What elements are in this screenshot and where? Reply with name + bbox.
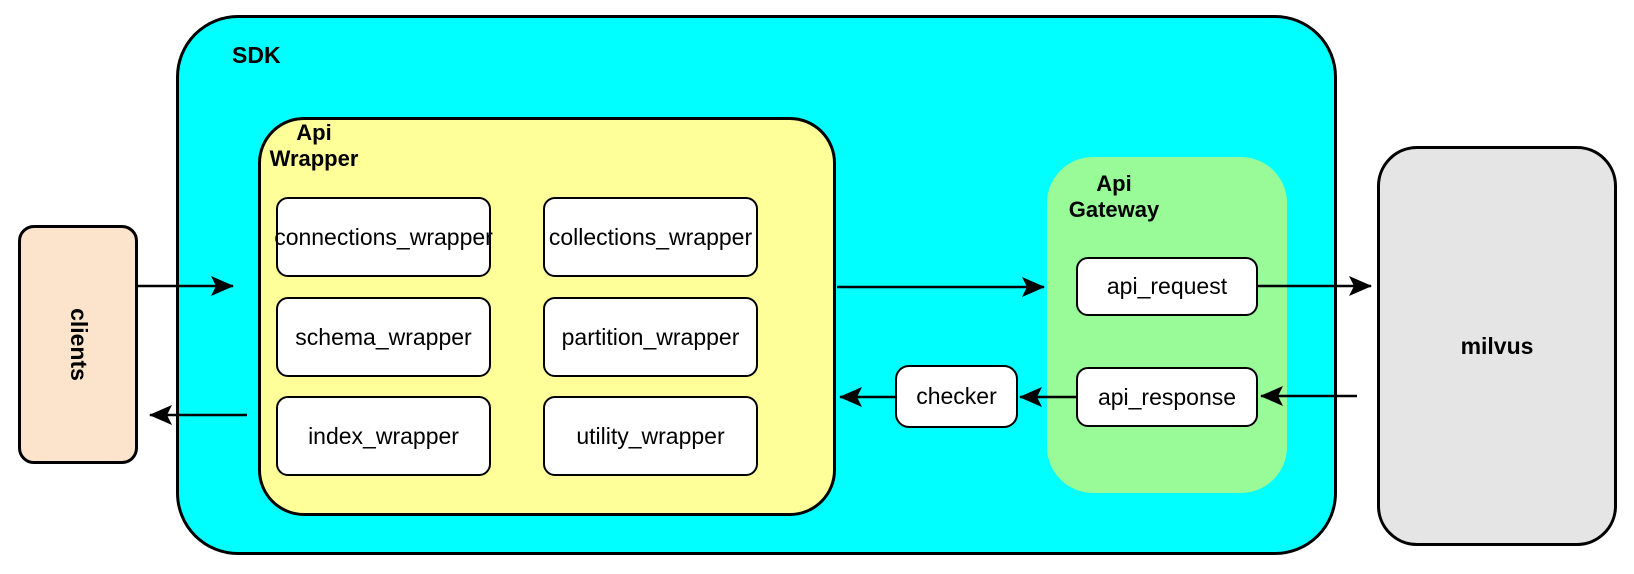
container-sdk: SDK Api Wrapper connections_wrapper coll… — [176, 15, 1337, 555]
node-label: schema_wrapper — [295, 323, 472, 350]
node-checker: checker — [895, 365, 1018, 428]
node-milvus: milvus — [1377, 146, 1617, 546]
node-label: partition_wrapper — [561, 323, 740, 350]
clients-label: clients — [65, 308, 92, 381]
node-api-request: api_request — [1076, 257, 1258, 316]
container-api-gateway: Api Gateway api_request api_response — [1047, 157, 1287, 493]
node-partition-wrapper: partition_wrapper — [543, 297, 758, 377]
sdk-label: SDK — [232, 42, 281, 68]
node-index-wrapper: index_wrapper — [276, 396, 491, 476]
node-label: collections_wrapper — [548, 223, 753, 250]
node-clients: clients — [18, 225, 138, 464]
milvus-label: milvus — [1460, 332, 1534, 359]
node-utility-wrapper: utility_wrapper — [543, 396, 758, 476]
node-api-response: api_response — [1076, 367, 1258, 427]
container-api-wrapper: Api Wrapper connections_wrapper collecti… — [258, 117, 836, 516]
node-collections-wrapper: collections_wrapper — [543, 197, 758, 277]
node-label: utility_wrapper — [576, 422, 725, 449]
node-connections-wrapper: connections_wrapper — [274, 197, 493, 277]
node-label: api_request — [1106, 273, 1228, 299]
api-gateway-label: Api Gateway — [1068, 171, 1160, 222]
node-label: connections_wrapper — [274, 223, 493, 250]
node-label: checker — [916, 383, 997, 409]
node-label: api_response — [1097, 383, 1237, 410]
node-schema-wrapper: schema_wrapper — [276, 297, 491, 377]
node-label: index_wrapper — [308, 422, 459, 449]
api-wrapper-label: Api Wrapper — [269, 120, 359, 171]
